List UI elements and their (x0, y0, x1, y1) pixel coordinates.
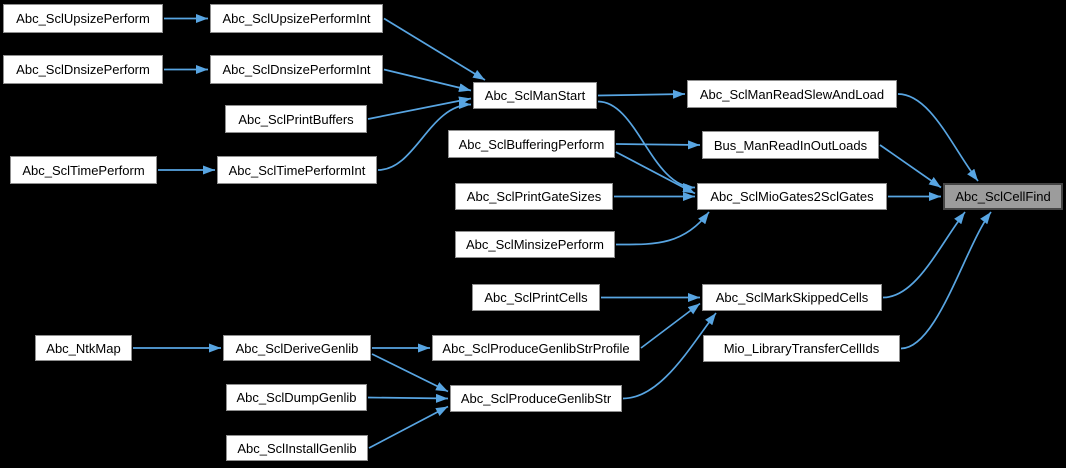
graph-node-man-read-slew-and-load[interactable]: Abc_SclManReadSlewAndLoad (687, 80, 897, 108)
edge-derive-genlib--produce-genlib-str (371, 353, 449, 393)
graph-node-mio-library-transfer-cell-ids[interactable]: Mio_LibraryTransferCellIds (703, 335, 900, 362)
graph-node-label: Mio_LibraryTransferCellIds (723, 341, 880, 356)
edge-dnsize-perform-int--man-start (383, 68, 472, 93)
graph-node-minsize-perform[interactable]: Abc_SclMinsizePerform (455, 231, 615, 258)
edge-buffering-perform--mio-gates-2-scl-gates (615, 151, 696, 195)
graph-node-produce-genlib-str-profile[interactable]: Abc_SclProduceGenlibStrProfile (432, 335, 640, 361)
graph-node-time-perform[interactable]: Abc_SclTimePerform (10, 156, 157, 184)
edge-time-perform-int--man-start (377, 100, 472, 171)
edge-produce-genlib-str-profile--mark-skipped-cells (640, 302, 701, 349)
graph-node-cell-find: Abc_SclCellFind (943, 183, 1063, 210)
graph-node-print-cells[interactable]: Abc_SclPrintCells (472, 284, 600, 311)
graph-node-label: Abc_SclTimePerform (22, 162, 145, 178)
graph-node-label: Abc_SclProduceGenlibStrProfile (442, 340, 630, 356)
graph-node-time-perform-int[interactable]: Abc_SclTimePerformInt (217, 156, 377, 184)
graph-node-mark-skipped-cells[interactable]: Abc_SclMarkSkippedCells (702, 284, 882, 311)
graph-node-mio-gates-2-scl-gates[interactable]: Abc_SclMioGates2SclGates (697, 183, 887, 210)
edge-man-start--man-read-slew-and-load (597, 89, 686, 99)
graph-node-dnsize-perform-int[interactable]: Abc_SclDnsizePerformInt (210, 55, 383, 84)
edge-install-genlib--produce-genlib-str (368, 405, 449, 449)
graph-node-label: Bus_ManReadInOutLoads (713, 137, 868, 153)
graph-node-label: Abc_SclDnsizePerform (16, 62, 150, 77)
graph-node-produce-genlib-str[interactable]: Abc_SclProduceGenlibStr (450, 385, 622, 412)
graph-node-label: Abc_SclProduceGenlibStr (460, 391, 612, 406)
graph-node-label: Abc_SclMioGates2SclGates (710, 189, 874, 204)
graph-node-man-start[interactable]: Abc_SclManStart (473, 82, 597, 109)
graph-node-label: Abc_SclManReadSlewAndLoad (699, 86, 885, 102)
graph-node-install-genlib[interactable]: Abc_SclInstallGenlib (226, 435, 368, 461)
graph-node-label: Abc_SclPrintCells (484, 290, 588, 305)
graph-node-label: Abc_SclCellFind (955, 189, 1051, 204)
graph-node-derive-genlib[interactable]: Abc_SclDeriveGenlib (223, 335, 371, 361)
graph-node-print-buffers[interactable]: Abc_SclPrintBuffers (225, 105, 367, 133)
graph-node-label: Abc_NtkMap (46, 340, 121, 356)
graph-node-label: Abc_SclPrintGateSizes (466, 189, 602, 204)
graph-node-label: Abc_SclDumpGenlib (236, 390, 357, 405)
graph-node-label: Abc_SclMarkSkippedCells (715, 290, 869, 305)
edge-mark-skipped-cells--cell-find (882, 211, 966, 299)
graph-node-buffering-perform[interactable]: Abc_SclBufferingPerform (448, 130, 615, 158)
edge-produce-genlib-str--mark-skipped-cells (622, 312, 717, 400)
graph-node-label: Abc_SclMinsizePerform (466, 237, 604, 252)
graph-node-ntk-map[interactable]: Abc_NtkMap (35, 335, 132, 361)
graph-node-label: Abc_SclDnsizePerformInt (222, 62, 371, 77)
edge-print-buffers--man-start (367, 96, 472, 120)
graph-node-upsize-perform[interactable]: Abc_SclUpsizePerform (3, 4, 163, 33)
graph-node-label: Abc_SclBufferingPerform (458, 136, 605, 152)
graph-node-upsize-perform-int[interactable]: Abc_SclUpsizePerformInt (210, 4, 383, 33)
edge-dump-genlib--produce-genlib-str (367, 393, 449, 403)
graph-node-label: Abc_SclManStart (484, 88, 586, 103)
graph-node-dnsize-perform[interactable]: Abc_SclDnsizePerform (3, 55, 163, 84)
graph-node-print-gate-sizes[interactable]: Abc_SclPrintGateSizes (455, 183, 613, 210)
graph-node-label: Abc_SclInstallGenlib (237, 440, 357, 456)
graph-node-label: Abc_SclTimePerformInt (228, 162, 366, 178)
graph-node-dump-genlib[interactable]: Abc_SclDumpGenlib (226, 384, 367, 411)
graph-node-label: Abc_SclUpsizePerform (16, 11, 150, 26)
graph-node-label: Abc_SclUpsizePerformInt (222, 11, 371, 26)
edge-mio-library-transfer-cell-ids--cell-find (900, 211, 992, 350)
edge-buffering-perform--bus-man-read-in-out-loads (615, 140, 701, 150)
edge-minsize-perform--mio-gates-2-scl-gates (615, 211, 710, 246)
edge-upsize-perform-int--man-start (383, 17, 486, 81)
edge-bus-man-read-in-out-loads--cell-find (879, 144, 942, 189)
graph-node-bus-man-read-in-out-loads[interactable]: Bus_ManReadInOutLoads (702, 131, 879, 159)
edge-man-read-slew-and-load--cell-find (897, 93, 979, 182)
graph-node-label: Abc_SclDeriveGenlib (235, 340, 359, 356)
graph-node-label: Abc_SclPrintBuffers (238, 111, 354, 127)
